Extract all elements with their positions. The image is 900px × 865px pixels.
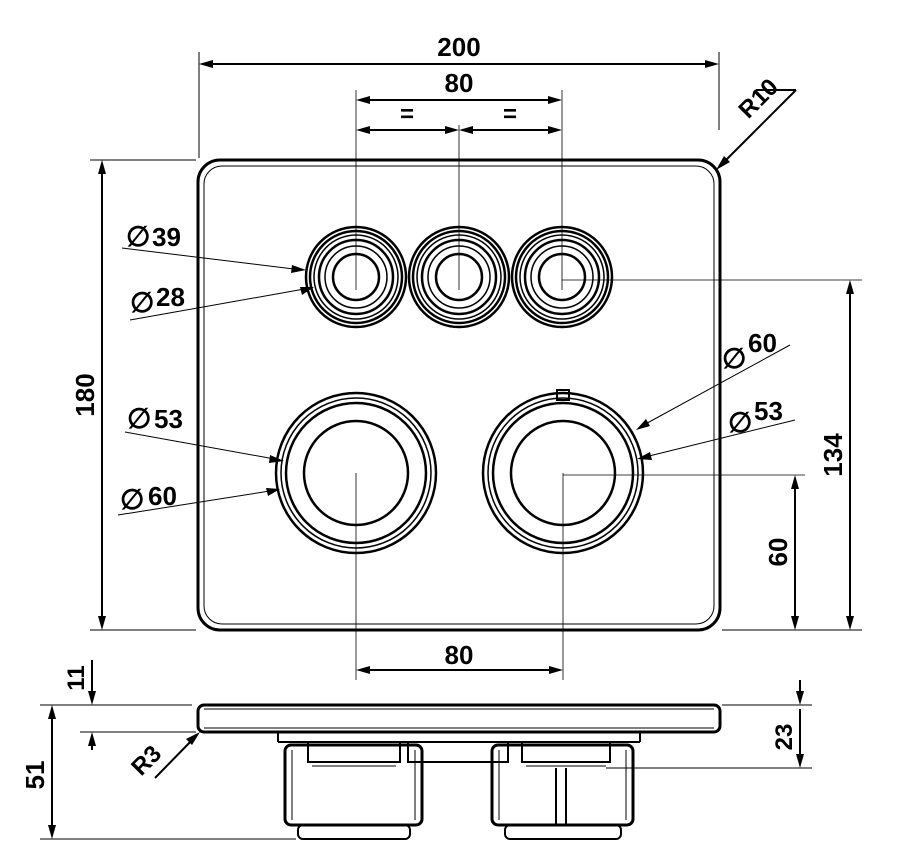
label-center-spacing-bottom: 80	[445, 640, 474, 670]
diameter-symbol: ∅	[120, 484, 144, 515]
label-equal-left: =	[400, 101, 414, 128]
label-diameter-53-left: 53	[154, 404, 183, 434]
label-diameter-60-right: 60	[748, 328, 777, 358]
label-height-134: 134	[818, 433, 848, 477]
label-center-spacing-top: 80	[445, 68, 474, 98]
diameter-symbol: ∅	[130, 287, 154, 318]
label-diameter-28: 28	[156, 282, 185, 312]
indicator-mark	[556, 389, 570, 401]
label-overall-height: 180	[70, 373, 100, 416]
label-diameter-39: 39	[152, 222, 181, 252]
diameter-symbol: ∅	[722, 343, 746, 374]
label-body-offset: 23	[771, 724, 798, 751]
front-view	[196, 90, 862, 680]
side-view	[196, 703, 722, 840]
side-plate	[196, 703, 722, 734]
label-height-60: 60	[763, 538, 793, 567]
label-edge-radius: R3	[126, 740, 167, 781]
diameter-symbol: ∅	[126, 221, 150, 252]
label-diameter-53-right: 53	[754, 396, 783, 426]
diameter-symbol: ∅	[728, 407, 752, 438]
label-overall-width: 200	[437, 32, 480, 62]
dimension-labels: 200 80 = = R10 180 134 60 80 11 51 R3 23…	[20, 32, 848, 789]
diameter-symbol: ∅	[127, 403, 151, 434]
label-corner-radius: R10	[734, 74, 784, 124]
dimension-lines	[90, 52, 862, 674]
label-plate-thickness: 11	[63, 665, 90, 690]
label-equal-right: =	[503, 101, 517, 128]
side-dimension-lines	[40, 660, 812, 840]
label-diameter-60-left: 60	[148, 481, 177, 511]
label-total-depth: 51	[20, 761, 50, 790]
